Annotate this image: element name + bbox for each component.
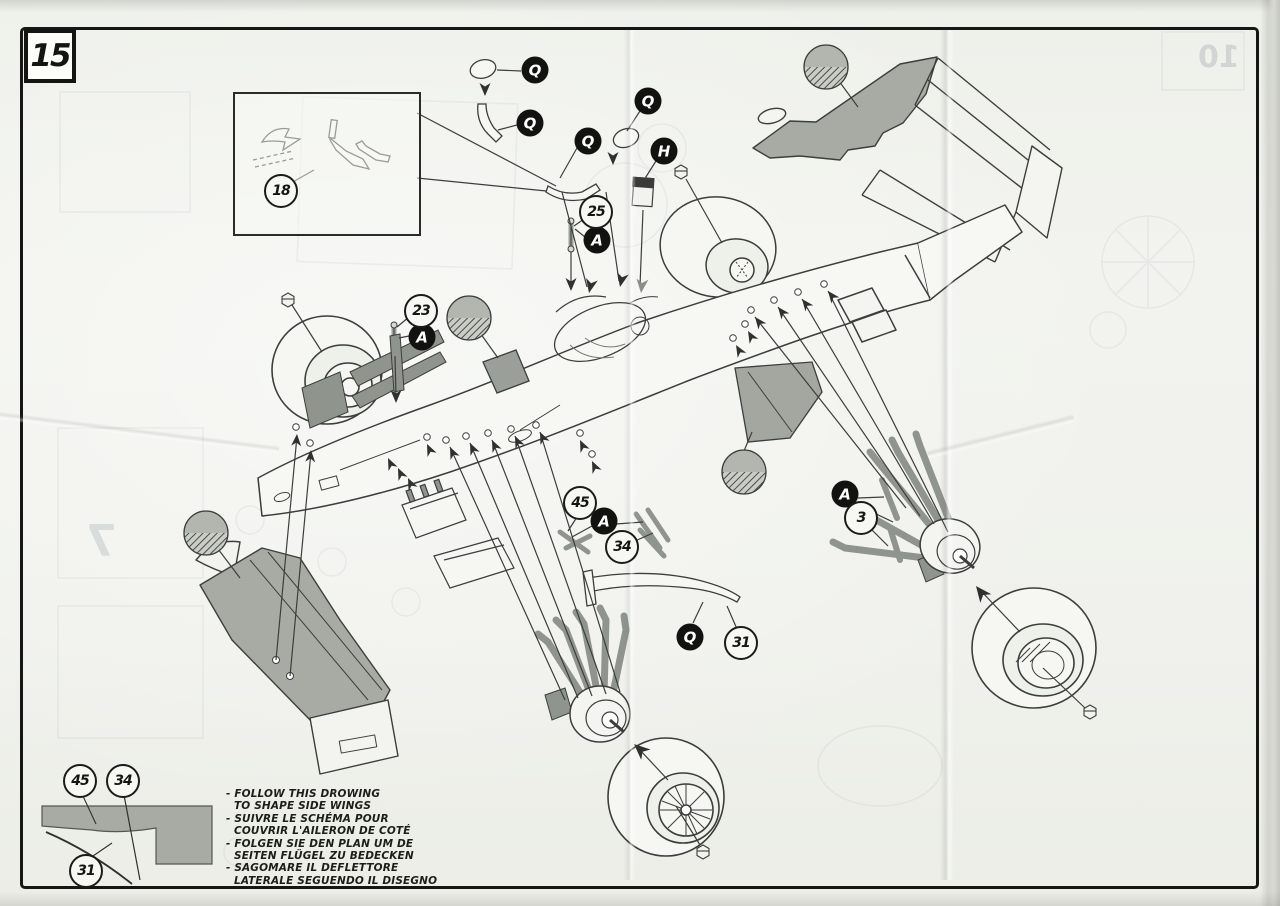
- callout-letter-a-rear-links: A: [831, 480, 859, 508]
- instruction-line-de-2: SEITEN FLÜGEL ZU BEDECKEN: [234, 850, 414, 863]
- callout-template-45: 45: [63, 764, 97, 798]
- instruction-line-en-1: - FOLLOW THIS DROWING: [226, 788, 381, 800]
- paint-marker: [721, 449, 767, 495]
- instruction-line-it-1: - SAGOMARE IL DEFLETTORE: [226, 862, 399, 875]
- mounting-holes: [292, 280, 828, 458]
- callout-letter-q-arm-right: Q: [574, 127, 602, 155]
- inset-pointer-lines: [416, 112, 557, 193]
- instruction-line-en-2: TO SHAPE SIDE WINGS: [234, 800, 372, 813]
- suspension-rods: [275, 191, 1021, 781]
- paint-area-markers: [183, 44, 849, 556]
- instruction-line-fr-2: COUVRIR L'AILERON DE COTÉ: [234, 825, 411, 838]
- rear-right-wheel: [971, 587, 1097, 709]
- callout-letter-q-mirror-right: Q: [634, 87, 662, 115]
- instruction-line-de-1: - FOLGEN SIE DEN PLAN UM DE: [226, 837, 414, 850]
- callout-part-18: 18: [264, 174, 298, 208]
- paint-marker: [446, 295, 492, 341]
- callout-part-45: 45: [563, 486, 597, 520]
- front-right-wheel: [659, 196, 777, 298]
- callout-part-25: 25: [579, 195, 613, 229]
- antenna-part-h: [631, 176, 655, 208]
- showthrough-step-number-left: 7: [86, 516, 117, 567]
- paper-edge-right: [1260, 0, 1280, 906]
- instruction-line-fr-1: - SUIVRE LE SCHÉMA POUR: [226, 812, 389, 825]
- callout-template-31: 31: [69, 854, 103, 888]
- wheel-nuts: [281, 164, 1097, 860]
- callout-letter-h-antenna: H: [650, 137, 678, 165]
- front-wing-part: [195, 540, 399, 775]
- rear-wing-assembly: [752, 56, 1063, 263]
- instruction-line-it-2: LATERALE SEGUENDO IL DISEGNO: [234, 874, 438, 887]
- step-number-box: 15: [24, 29, 76, 83]
- paper-edge-bottom: [0, 892, 1280, 906]
- paint-marker: [803, 44, 849, 90]
- center-upright-assembly: [534, 604, 631, 743]
- showthrough-step-number-right: 10: [1198, 40, 1240, 75]
- callout-part-31: 31: [724, 626, 758, 660]
- step-number: 15: [30, 38, 71, 74]
- callout-part-23: 23: [404, 294, 438, 328]
- callout-part-3: 3: [844, 501, 878, 535]
- page-border-frame: [20, 27, 1259, 889]
- ghost-wheel-star: [1101, 215, 1195, 309]
- shaping-instructions: - FOLLOW THIS DROWING TO SHAPE SIDE WING…: [226, 788, 437, 887]
- callout-part-34: 34: [605, 530, 639, 564]
- floor-panel-part: [433, 537, 515, 589]
- paper-edge-top: [0, 0, 1280, 12]
- paint-marker: [183, 510, 229, 556]
- assembly-arrows: [291, 83, 992, 760]
- callout-letter-q-side-wing: Q: [676, 623, 704, 651]
- cockpit-opening: [482, 295, 659, 394]
- callout-letter-q-mirror-arm: Q: [516, 109, 544, 137]
- detail-inset-box: [233, 92, 421, 236]
- callout-letter-a-pin-25: A: [583, 226, 611, 254]
- link-pins-45-34: [557, 507, 671, 559]
- rear-side-wing-part: [734, 361, 823, 443]
- bracket-part: [401, 478, 467, 539]
- center-bottom-wheel: [607, 737, 725, 857]
- callout-template-34: 34: [106, 764, 140, 798]
- callout-letter-a-links: A: [590, 507, 618, 535]
- callout-letter-q-mirror-top: Q: [521, 56, 549, 84]
- callout-letter-a-pin-23: A: [408, 323, 436, 351]
